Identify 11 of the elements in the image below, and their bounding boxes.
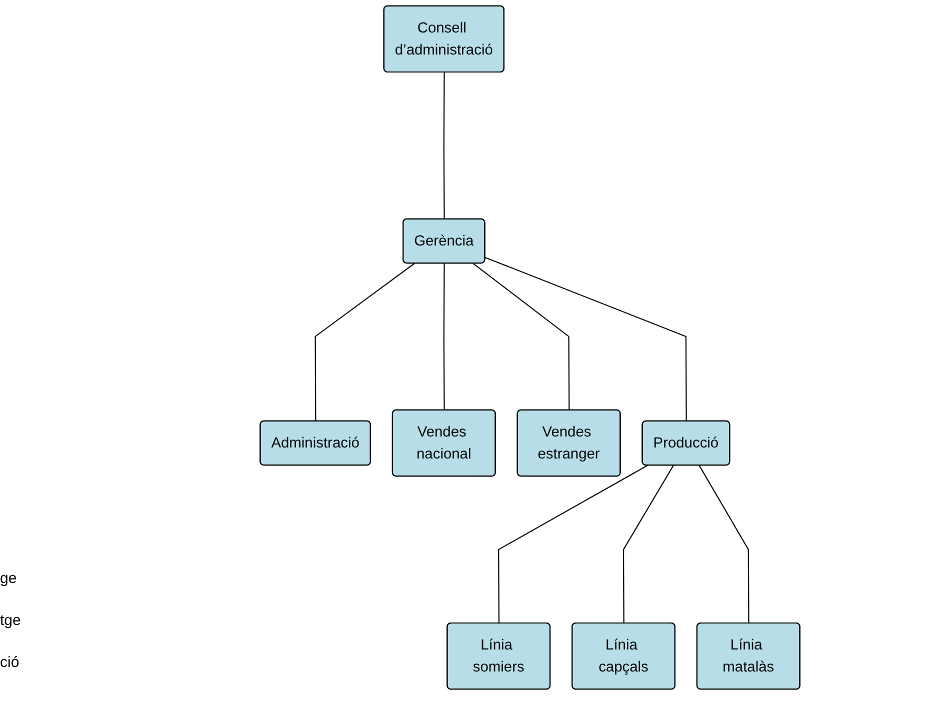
text-fragment: ge [0,570,18,589]
connector [314,262,415,422]
connector [498,464,648,624]
connector [443,72,445,220]
connector [472,262,570,410]
text-fragment: ció [0,654,20,673]
connector [443,263,445,410]
connector [622,465,674,624]
connector [484,256,687,422]
connector [698,465,750,624]
text-fragment: tge [0,612,21,631]
